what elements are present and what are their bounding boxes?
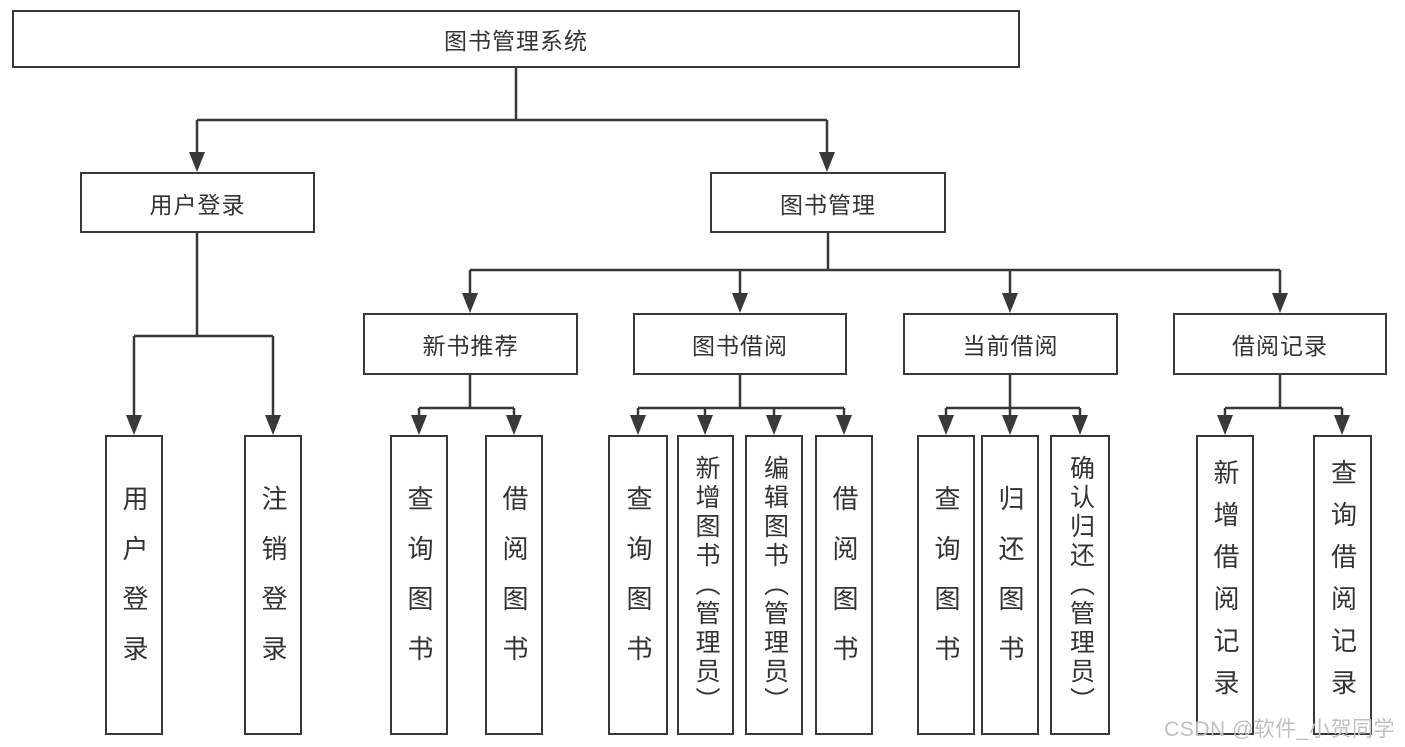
- leaf-add-book-admin: 新增图书（管理员）: [677, 435, 734, 735]
- node-label: 当前借阅: [962, 333, 1059, 359]
- node-book-borrowing: 图书借阅: [633, 313, 847, 375]
- node-label: 图书管理: [780, 191, 876, 218]
- node-label: 新增图书（管理员）: [692, 454, 720, 716]
- leaf-query-borrow-record: 查询借阅记录: [1313, 435, 1372, 735]
- leaf-query-books: 查询图书: [917, 435, 975, 735]
- node-label: 查询图书: [623, 485, 653, 685]
- csdn-watermark: CSDN @软件_小贺同学: [1164, 718, 1395, 741]
- leaf-borrow-books: 借阅图书: [815, 435, 873, 735]
- node-label: 用户登录: [149, 191, 246, 218]
- node-label: 查询图书: [404, 485, 434, 685]
- node-label: 图书管理系统: [444, 28, 588, 54]
- node-user-login: 用户登录: [80, 172, 315, 233]
- node-label: 图书借阅: [692, 333, 788, 359]
- node-label: 确认归还（管理员）: [1066, 454, 1095, 716]
- leaf-return-books: 归还图书: [981, 435, 1039, 735]
- node-label: 借阅图书: [499, 485, 529, 685]
- leaf-query-books: 查询图书: [608, 435, 668, 735]
- node-label: 新书推荐: [422, 333, 519, 359]
- leaf-user-login: 用户登录: [105, 435, 163, 735]
- leaf-edit-book-admin: 编辑图书（管理员）: [745, 435, 803, 735]
- node-label: 归还图书: [995, 485, 1025, 685]
- node-label: 编辑图书（管理员）: [760, 454, 789, 716]
- leaf-borrow-books: 借阅图书: [485, 435, 543, 735]
- node-borrowing-records: 借阅记录: [1173, 313, 1387, 375]
- node-label: 用户登录: [119, 485, 149, 685]
- node-root-library-system: 图书管理系统: [12, 10, 1020, 68]
- leaf-add-borrow-record: 新增借阅记录: [1196, 435, 1254, 735]
- node-label: 借阅图书: [829, 485, 859, 685]
- node-label: 借阅记录: [1232, 333, 1328, 359]
- leaf-confirm-return-admin: 确认归还（管理员）: [1050, 435, 1110, 735]
- node-book-management: 图书管理: [710, 172, 946, 233]
- leaf-logout: 注销登录: [244, 435, 302, 735]
- connector-lines: [132, 68, 1344, 419]
- leaf-query-books: 查询图书: [390, 435, 448, 735]
- node-new-book-recommendation: 新书推荐: [363, 313, 578, 375]
- node-label: 查询图书: [931, 485, 961, 685]
- node-current-borrowing: 当前借阅: [903, 313, 1118, 375]
- node-label: 注销登录: [258, 485, 288, 685]
- node-label: 查询借阅记录: [1327, 459, 1358, 711]
- node-label: 新增借阅记录: [1210, 459, 1240, 711]
- arrowheads: [126, 152, 1350, 435]
